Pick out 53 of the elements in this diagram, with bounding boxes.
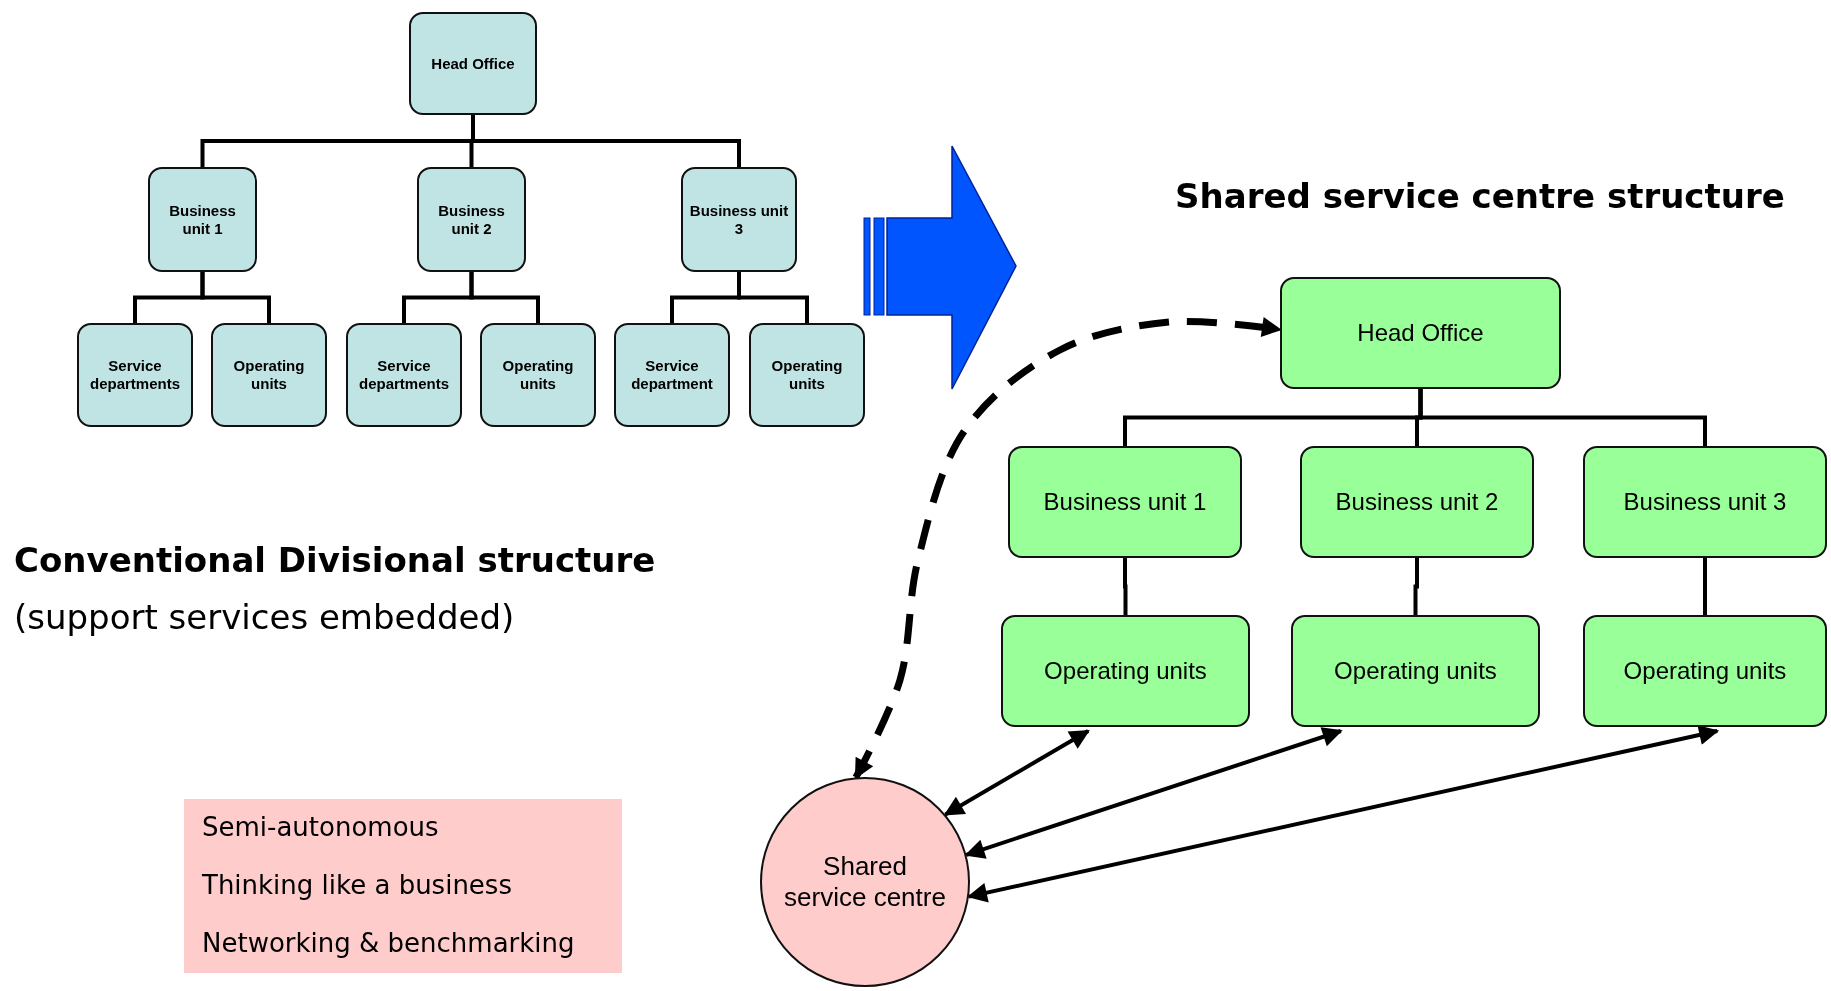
box-label: Operating units (501, 357, 575, 393)
box-label: Operating units (770, 357, 844, 393)
org-box (480, 323, 596, 427)
org-box (1300, 446, 1534, 558)
box-label: Operating units (1623, 656, 1787, 686)
org-box (346, 323, 462, 427)
box-label: Semi-autonomous (202, 812, 439, 844)
box-label: Service departments (89, 357, 181, 393)
box-label: Business unit 3 (1623, 487, 1787, 517)
connector-line (737, 272, 809, 323)
box-label: Service department (630, 357, 714, 393)
org-box (614, 323, 730, 427)
org-box (1001, 615, 1250, 727)
connector-line (200, 272, 271, 323)
box-label: Service departments (358, 357, 450, 393)
org-box (749, 323, 865, 427)
box-label: Networking & benchmarking (202, 928, 575, 960)
box-label: Business unit 1 (168, 201, 237, 238)
org-box (77, 323, 193, 427)
box-label: Operating units (1044, 656, 1207, 686)
box-label: Operating units (232, 357, 306, 393)
box-label: Shared service centre (783, 850, 947, 914)
org-box (681, 167, 797, 272)
box-label: Business unit 3 (688, 201, 790, 238)
connector-line (469, 272, 540, 323)
org-box (417, 167, 526, 272)
connector-line (1123, 558, 1128, 615)
box-label: Business unit 2 (1335, 487, 1499, 517)
org-box (1583, 615, 1827, 727)
box-label: Business unit 2 (437, 201, 506, 238)
section-heading: Shared service centre structure (1175, 176, 1785, 216)
org-box (1583, 446, 1827, 558)
double-arrow (964, 727, 1343, 859)
box-label: Head Office (1357, 318, 1484, 348)
dashed-arrow (852, 317, 1282, 780)
double-arrow (943, 729, 1090, 817)
note-panel (184, 799, 622, 973)
box-label: Business unit 1 (1043, 487, 1207, 517)
box-label: Operating units (1334, 656, 1497, 686)
org-box (1008, 446, 1242, 558)
double-arrow (967, 725, 1720, 903)
box-label: Head Office (431, 54, 515, 73)
connector-line (1413, 558, 1419, 615)
section-subheading: (support services embedded) (14, 597, 515, 637)
box-label: Thinking like a business (202, 870, 512, 902)
section-heading: Conventional Divisional structure (14, 540, 656, 580)
org-box (409, 12, 537, 115)
connector-line (1418, 389, 1707, 446)
org-box (1280, 277, 1561, 389)
org-box (148, 167, 257, 272)
org-box (1291, 615, 1540, 727)
org-box (211, 323, 327, 427)
connector-line (1703, 558, 1707, 615)
